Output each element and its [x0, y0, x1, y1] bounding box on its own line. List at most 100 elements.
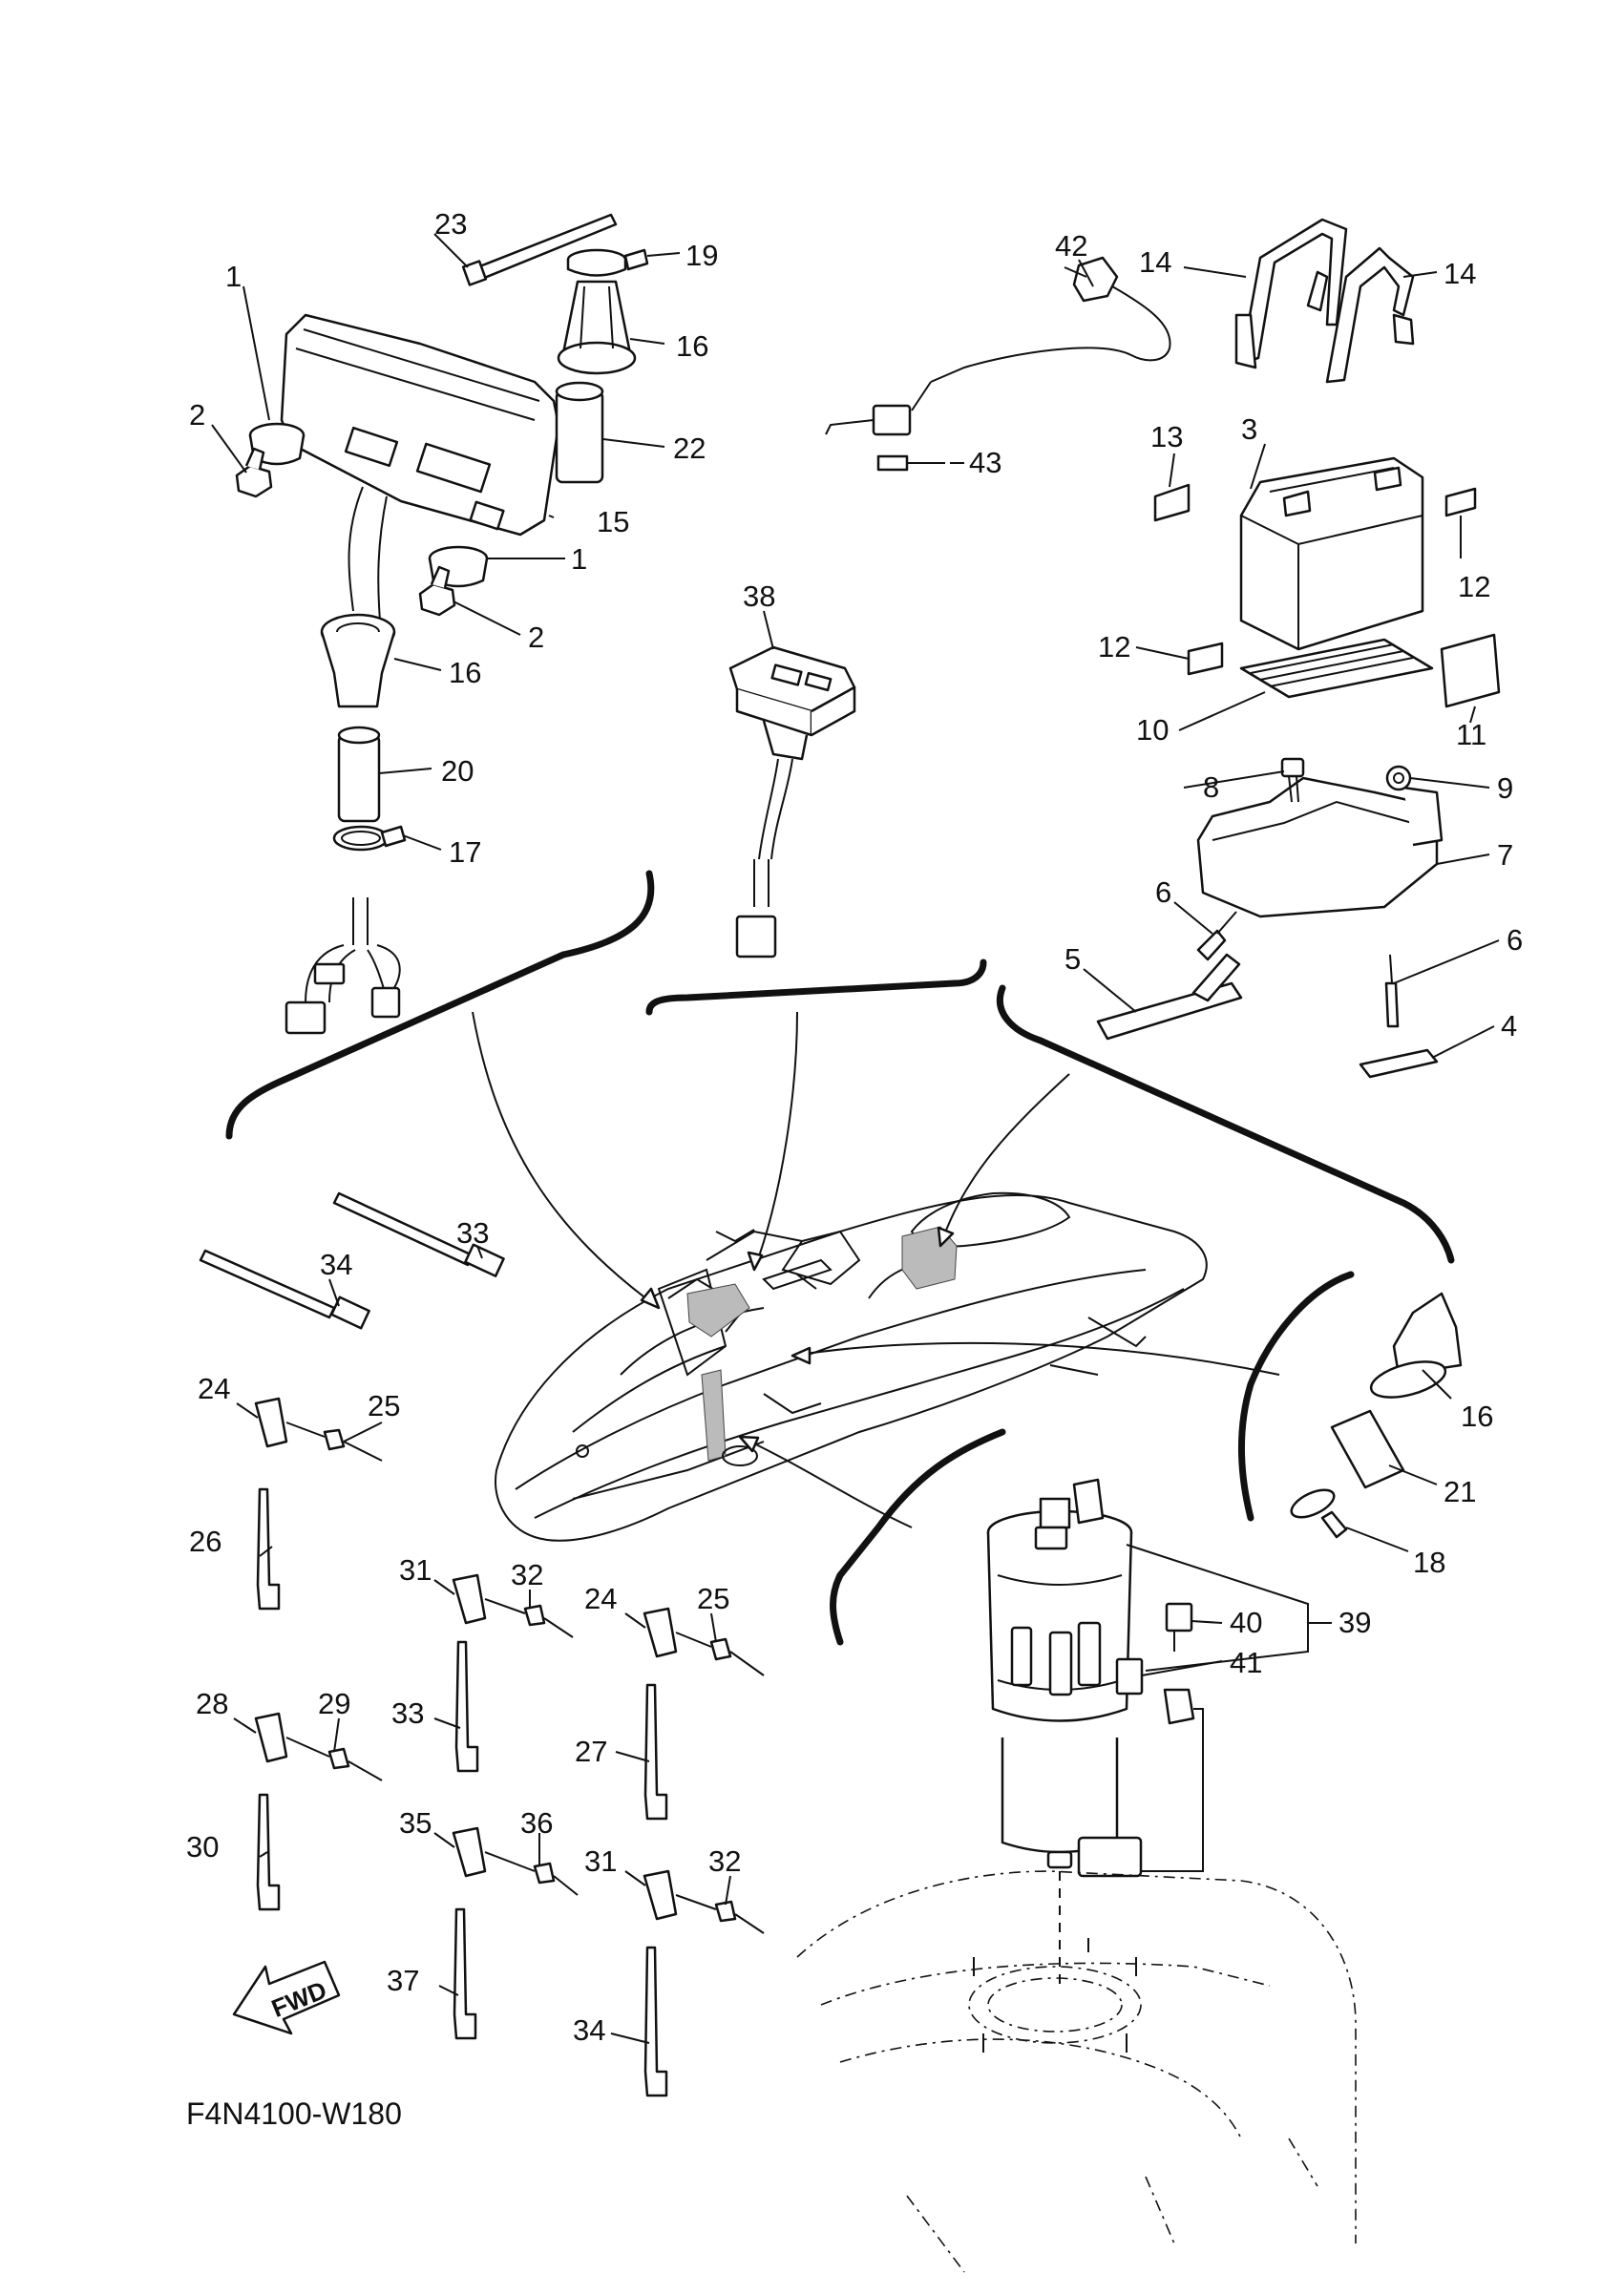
tube-part-21 [1330, 1409, 1405, 1489]
clip-24-25-26 [254, 1397, 383, 1611]
callout-38: 38 [743, 579, 775, 613]
callout-31a: 31 [399, 1553, 432, 1587]
screw-part-2 [235, 447, 456, 617]
callout-19: 19 [685, 239, 718, 272]
harness-connectors-left [285, 897, 401, 1035]
callout-43: 43 [969, 446, 1001, 479]
switch-part-38 [728, 645, 856, 958]
callout-24b: 24 [584, 1582, 617, 1615]
cap-part-19 [566, 248, 649, 277]
callout-34b: 34 [573, 2013, 605, 2047]
pad-part-12 [1187, 487, 1477, 676]
cable-tie-part-23 [461, 213, 618, 286]
callout-41: 41 [1230, 1646, 1262, 1679]
callout-2a: 2 [189, 398, 205, 432]
callout-23: 23 [434, 207, 467, 241]
callout-18: 18 [1413, 1546, 1445, 1579]
holder-part-16-right [1369, 1292, 1463, 1399]
callout-1a: 1 [225, 260, 242, 293]
watercraft-hull [495, 1191, 1208, 1542]
lanyard-part-42-43 [825, 256, 1171, 472]
pad-part-13 [1153, 483, 1191, 522]
callout-14a: 14 [1139, 245, 1171, 279]
callout-30: 30 [186, 1830, 219, 1864]
callout-4: 4 [1501, 1009, 1517, 1043]
callout-8: 8 [1203, 770, 1219, 804]
holder-part-16-left [320, 613, 396, 708]
callout-12a: 12 [1458, 570, 1490, 603]
callout-36: 36 [520, 1806, 553, 1840]
callout-12b: 12 [1098, 630, 1130, 664]
cable-tie-part-33-top [332, 1191, 505, 1277]
callout-15: 15 [597, 505, 629, 538]
meter-assembly [280, 313, 560, 621]
bands-part-14 [1234, 218, 1415, 384]
callout-6b: 6 [1507, 923, 1523, 957]
callout-16b: 16 [449, 656, 481, 689]
grouping-braces [225, 870, 1455, 1646]
cable-tie-part-34-top [199, 1249, 370, 1330]
callout-16a: 16 [676, 329, 708, 363]
nut-part-9 [1385, 765, 1412, 791]
connector-part-40 [1165, 1602, 1193, 1652]
callout-25b: 25 [697, 1582, 729, 1615]
mat-part-10 [1239, 638, 1434, 699]
callout-3: 3 [1241, 412, 1257, 446]
fuel-tank-outline [796, 1870, 1357, 2273]
callout-5: 5 [1064, 942, 1081, 976]
callout-28: 28 [196, 1687, 228, 1720]
clamp-part-18 [1290, 1488, 1348, 1539]
callout-14b: 14 [1444, 257, 1476, 290]
battery-part-3 [1239, 456, 1424, 651]
callout-32a: 32 [511, 1558, 543, 1591]
clamp-part-17 [332, 825, 407, 852]
forward-direction-indicator: FWD [232, 1960, 341, 2035]
callout-33a: 33 [456, 1216, 489, 1250]
callout-25a: 25 [368, 1389, 400, 1422]
callout-24a: 24 [198, 1372, 230, 1405]
callout-11: 11 [1456, 718, 1486, 751]
bracket-part-5 [1096, 953, 1243, 1041]
tube-part-20 [337, 726, 381, 823]
clip-24-25-27 [643, 1607, 765, 1821]
pad-part-11 [1440, 633, 1501, 708]
callout-22: 22 [673, 432, 706, 465]
clip-31-32-34 [643, 1869, 765, 2097]
callout-10: 10 [1136, 713, 1169, 747]
callout-6a: 6 [1155, 875, 1171, 909]
callout-40: 40 [1230, 1606, 1262, 1639]
callout-34a: 34 [320, 1248, 352, 1281]
callout-leader-lines [211, 233, 1500, 2044]
bracket-part-4 [1359, 1048, 1439, 1079]
callout-21: 21 [1444, 1475, 1476, 1508]
callout-2b: 2 [528, 621, 544, 654]
clip-28-29-30 [254, 1712, 383, 1911]
drawing-code: F4N4100-W180 [186, 2096, 402, 2131]
tube-part-22 [555, 381, 604, 484]
leader-arrows [472, 1011, 1280, 1528]
callout-42: 42 [1055, 229, 1087, 263]
callouts: 1 1 2 2 3 4 5 6 6 7 8 9 10 11 12 12 13 1… [186, 207, 1523, 2131]
screw-part-8 [1280, 757, 1305, 803]
callout-33b: 33 [391, 1696, 424, 1730]
callout-1b: 1 [571, 542, 587, 576]
holder-part-16-top [557, 280, 637, 375]
callout-9: 9 [1497, 771, 1513, 805]
bolt-part-6 [1196, 911, 1400, 1028]
connector-part-41 [1077, 1657, 1204, 1878]
callout-29: 29 [318, 1687, 350, 1720]
callout-16c: 16 [1461, 1400, 1493, 1433]
clip-35-36-37 [452, 1826, 579, 2040]
callout-20: 20 [441, 754, 474, 788]
callout-37: 37 [387, 1964, 419, 1997]
callout-32b: 32 [708, 1844, 741, 1878]
fuel-pump-part-39 [986, 1478, 1133, 1869]
callout-13: 13 [1150, 420, 1183, 453]
callout-39: 39 [1338, 1606, 1371, 1639]
box-part-7 [1196, 776, 1444, 918]
callout-27: 27 [575, 1735, 607, 1768]
callout-17: 17 [449, 835, 481, 869]
callout-7: 7 [1497, 838, 1513, 872]
callout-26: 26 [189, 1525, 221, 1558]
